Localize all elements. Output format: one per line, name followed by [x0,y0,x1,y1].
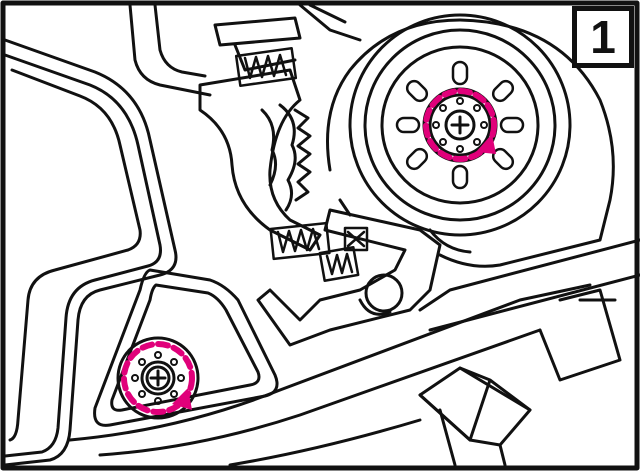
latch-lever [256,208,640,347]
rotation-arrow-icon [476,134,496,154]
lower-spring [269,221,369,282]
lower-screw-highlight [121,341,195,415]
rotation-arrow-icon [172,388,192,410]
step-badge: 1 [572,6,634,68]
upper-screw-highlight [423,88,497,162]
step-number: 1 [590,11,616,63]
ratchet-arm [198,68,322,252]
upper-disc-assembly [326,13,615,268]
upper-housing [128,3,362,97]
release-button [418,366,532,467]
lower-shell [68,283,622,467]
lower-screw-head [145,365,171,391]
upper-spring [234,46,298,88]
upper-screw-head [444,109,476,141]
left-window-frame [3,38,178,467]
